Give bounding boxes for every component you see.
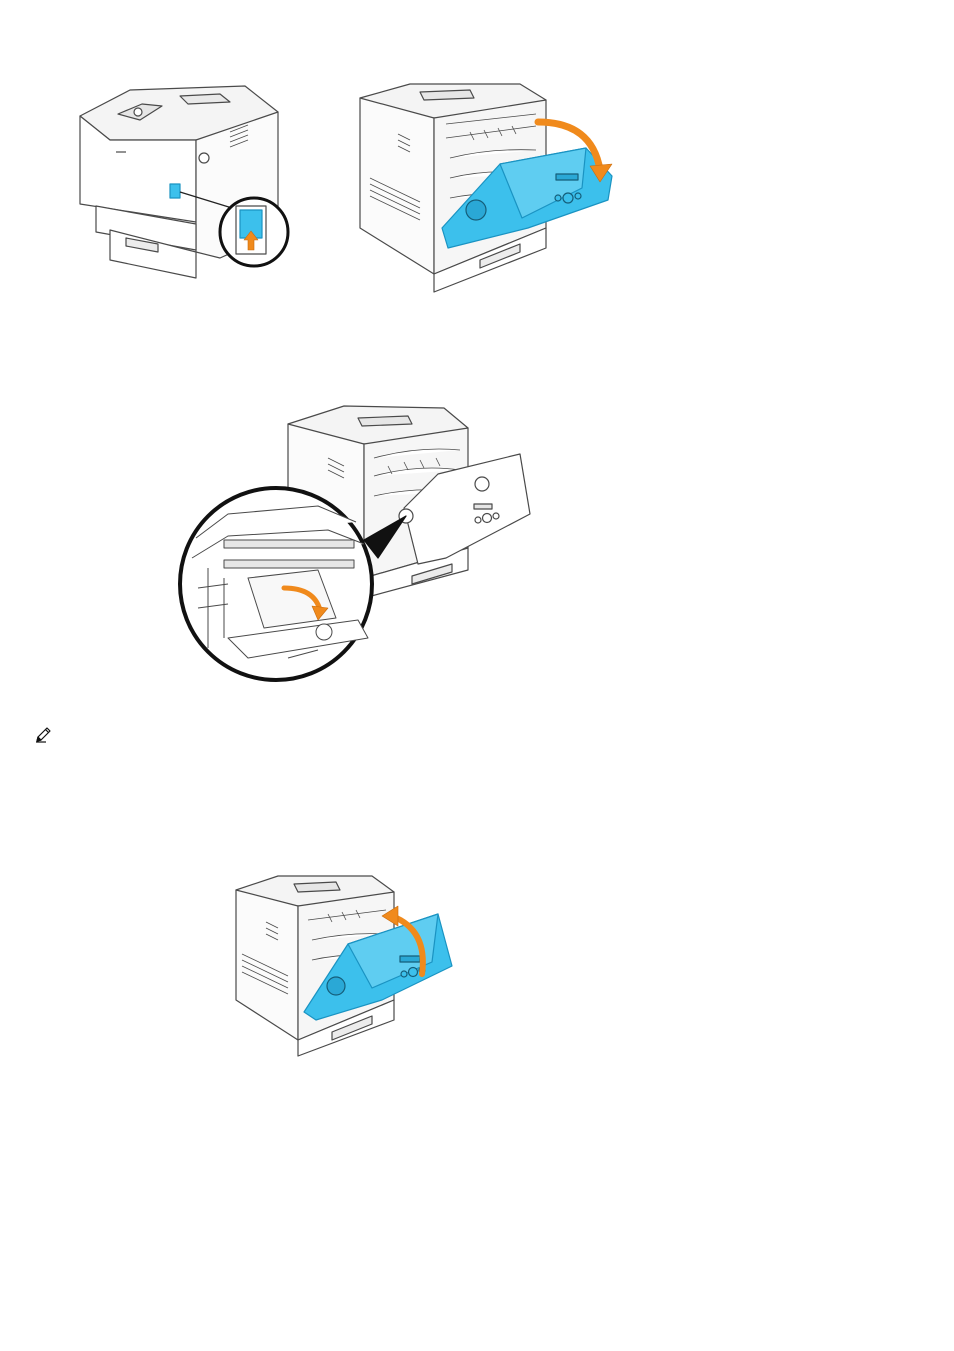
pencil-note-icon (35, 725, 53, 743)
printer-paper-jam-removal-figure (168, 388, 538, 693)
printer-front-cover-open-figure (350, 78, 620, 298)
printer-release-button-figure (70, 82, 300, 282)
printer-front-cover-close-figure (232, 870, 462, 1060)
